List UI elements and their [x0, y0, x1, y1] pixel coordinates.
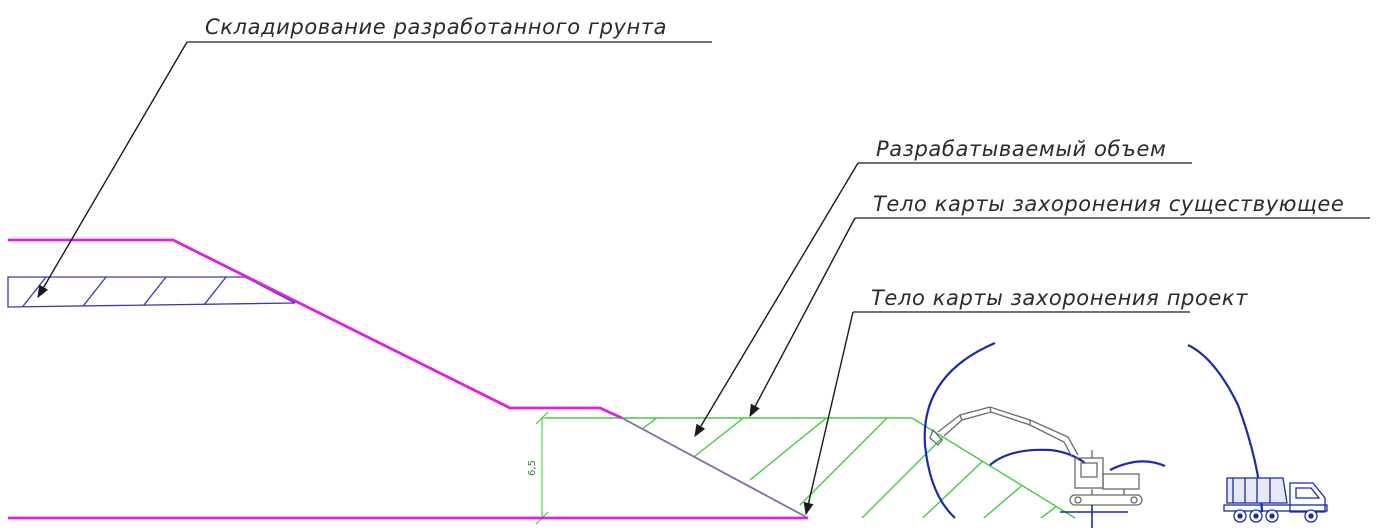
label-project: Тело карты захоронения проект	[803, 286, 1248, 516]
swing-arc-center	[989, 448, 1086, 466]
label-excavated: Разрабатываемый объем	[694, 137, 1192, 438]
label-existing-text: Тело карты захоронения существующее	[873, 192, 1344, 216]
swing-arcs	[923, 341, 1264, 519]
height-dimension-value: 6,5	[527, 460, 538, 476]
label-stockpile: Складирование разработанного грунта	[37, 15, 712, 299]
label-excavated-text: Разрабатываемый объем	[876, 137, 1166, 161]
swing-arc-left	[923, 341, 996, 519]
stockpile-layer	[7, 276, 296, 308]
label-stockpile-text: Складирование разработанного грунта	[205, 15, 667, 39]
swing-arc-small	[1109, 460, 1166, 471]
existing-body-outline	[8, 238, 808, 520]
dump-truck-icon	[1223, 477, 1328, 523]
height-dimension: 6,5	[527, 411, 622, 525]
excavator-icon	[929, 406, 1143, 528]
label-project-text: Тело карты захоронения проект	[871, 286, 1248, 310]
project-body-slope	[621, 417, 809, 519]
label-existing: Тело карты захоронения существующее	[749, 192, 1370, 418]
